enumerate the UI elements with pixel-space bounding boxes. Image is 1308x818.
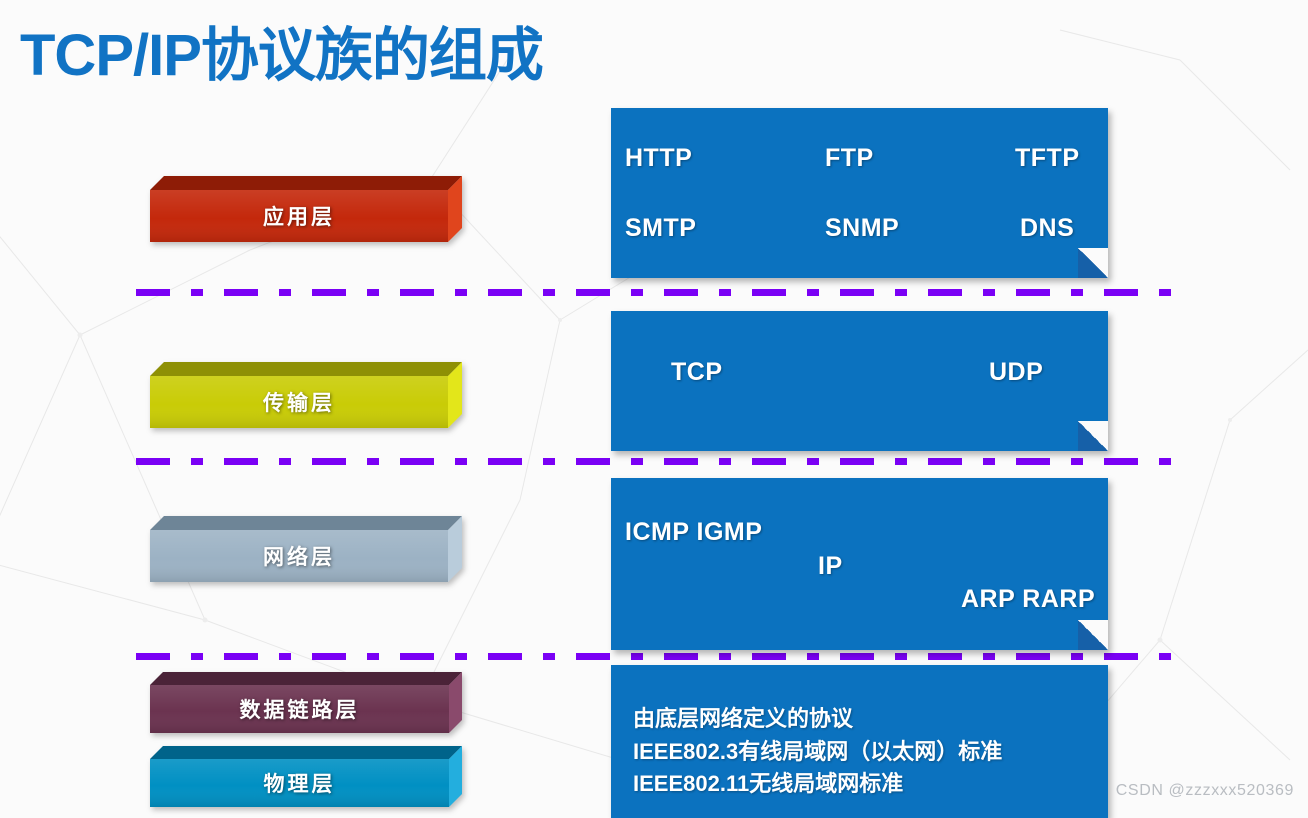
page-fold-corner-icon <box>1078 421 1108 451</box>
application-protocol-row-2: SMTP SNMP DNS <box>611 214 1108 243</box>
divider-network-link <box>136 653 1190 660</box>
protocol-udp: UDP <box>989 358 1044 386</box>
panel-transport-protocols[interactable]: TCP UDP <box>611 311 1108 451</box>
physical-box-shape <box>150 746 462 807</box>
layer-box-physical[interactable]: 物理层 <box>150 746 462 812</box>
protocol-http: HTTP <box>625 144 693 172</box>
watermark: CSDN @zzzxxx520369 <box>1115 782 1294 799</box>
protocol-tftp: TFTP <box>1015 144 1080 172</box>
page-fold-corner-icon <box>1078 620 1108 650</box>
protocol-snmp: SNMP <box>825 214 900 242</box>
protocol-dns: DNS <box>1020 214 1075 242</box>
divider-application-transport <box>136 289 1190 296</box>
protocol-ftp: FTP <box>825 144 874 172</box>
layer-box-network[interactable]: 网络层 <box>150 516 462 588</box>
layer-box-datalink[interactable]: 数据链路层 <box>150 672 462 738</box>
protocol-smtp: SMTP <box>625 214 697 242</box>
layer-label-transport: 传输层 <box>263 392 335 415</box>
layer-label-application: 应用层 <box>263 206 335 229</box>
layer-label-network: 网络层 <box>263 546 335 569</box>
network-protocol-row-1: ICMP IGMP <box>611 518 1108 547</box>
application-protocol-row-1: HTTP FTP TFTP <box>611 144 1108 173</box>
network-protocol-row-2: IP <box>611 552 1108 581</box>
protocol-ip: IP <box>818 552 843 580</box>
protocol-arp-rarp: ARP RARP <box>961 585 1096 613</box>
protocol-tcp: TCP <box>671 358 723 386</box>
link-standards-line-3: IEEE802.11无线局域网标准 <box>633 771 904 797</box>
link-standards-text: 由底层网络定义的协议 IEEE802.3有线局域网（以太网）标准 IEEE802… <box>633 703 1002 801</box>
link-standards-line-1: 由底层网络定义的协议 <box>633 706 854 731</box>
panel-network-protocols[interactable]: ICMP IGMP IP ARP RARP <box>611 478 1108 650</box>
protocol-icmp-igmp: ICMP IGMP <box>625 518 763 546</box>
page-title: TCP/IP协议族的组成 <box>20 23 544 88</box>
divider-transport-network <box>136 458 1190 465</box>
panel-application-protocols[interactable]: HTTP FTP TFTP SMTP SNMP DNS <box>611 108 1108 278</box>
network-protocol-row-3: ARP RARP <box>611 585 1108 614</box>
link-standards-line-2: IEEE802.3有线局域网（以太网）标准 <box>633 738 1003 764</box>
page-fold-corner-icon <box>1078 248 1108 278</box>
transport-protocol-row-1: TCP UDP <box>611 358 1108 387</box>
layer-label-physical: 物理层 <box>263 773 336 796</box>
panel-link-standards[interactable]: 由底层网络定义的协议 IEEE802.3有线局域网（以太网）标准 IEEE802… <box>611 665 1108 818</box>
layer-label-datalink: 数据链路层 <box>239 699 360 722</box>
layer-box-transport[interactable]: 传输层 <box>150 362 462 434</box>
layer-box-application[interactable]: 应用层 <box>150 176 462 248</box>
